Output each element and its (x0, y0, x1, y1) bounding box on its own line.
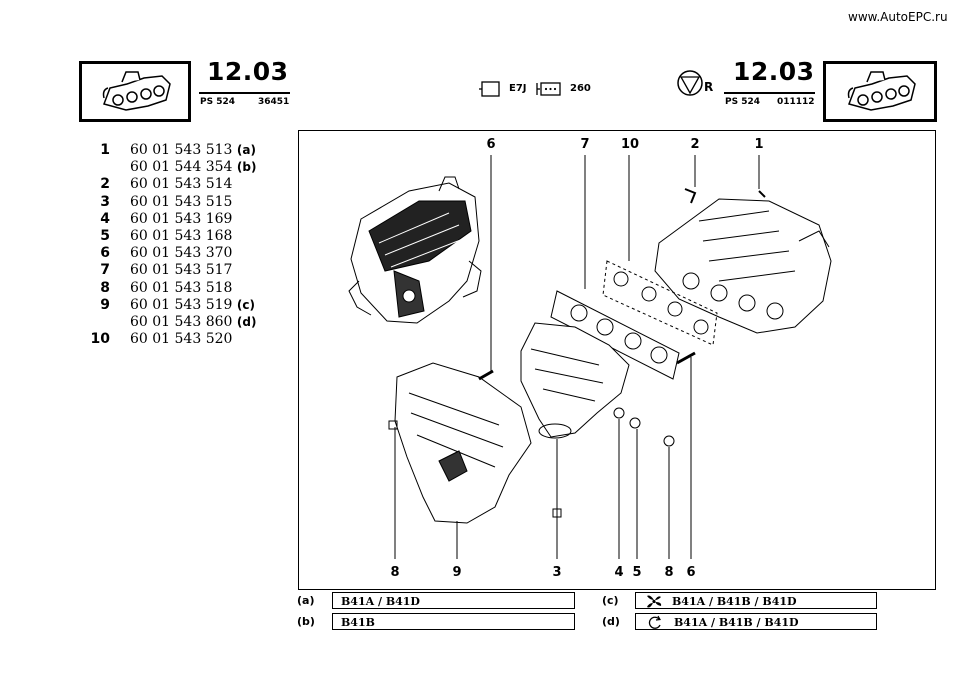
part-number: 60 01 543 513 (130, 142, 233, 158)
legend-text-c: B41A / B41B / B41D (672, 595, 797, 608)
part-number: 60 01 543 520 (130, 331, 233, 348)
section-number-right: 12.03 (733, 57, 815, 86)
legend-key-c: (c) (602, 594, 619, 607)
part-index: 10 (90, 331, 110, 348)
part-variant-note: (b) (236, 160, 257, 175)
legend-box-a: B41A / B41D (332, 592, 575, 609)
legend-box-d: B41A / B41B / B41D (635, 613, 877, 630)
part-index: 6 (100, 245, 110, 262)
exploded-diagram: 6 7 10 2 1 8 9 3 4 5 8 6 (298, 130, 936, 590)
part-index: 9 (100, 296, 110, 313)
part-number: 60 01 543 515 (130, 193, 233, 210)
part-number: 60 01 543 518 (130, 279, 233, 296)
callout-5: 5 (632, 565, 642, 580)
part-index: 7 (100, 262, 110, 279)
part-number: 60 01 543 514 (130, 176, 233, 193)
part-reference: 60 01 543 515 (130, 194, 232, 211)
callout-9: 9 (452, 565, 462, 580)
part-reference: 60 01 543 169 (130, 211, 232, 228)
center-value: 260 (570, 83, 591, 94)
part-index: 4 (100, 210, 110, 227)
part-reference: 60 01 543 860 (d) (130, 314, 256, 331)
header-rule-right (724, 92, 815, 94)
engine-code: E7J (509, 83, 527, 94)
r-marker: R (704, 80, 714, 94)
legend-key-d: (d) (602, 615, 620, 628)
legend-text-a: B41A / B41D (341, 595, 420, 608)
part-reference: 60 01 543 518 (130, 280, 232, 297)
exhaust-manifold-illustration (520, 322, 630, 439)
legend-text-d: B41A / B41B / B41D (674, 616, 799, 629)
part-index: 3 (100, 193, 110, 210)
part-index: 5 (100, 228, 110, 244)
callout-8-right: 8 (664, 565, 674, 580)
part-reference: 60 01 543 168 (130, 228, 232, 245)
heat-shield-illustration (394, 362, 532, 524)
callout-4: 4 (614, 565, 624, 580)
intake-manifold-illustration (654, 198, 832, 334)
part-variant-note: (a) (236, 143, 256, 157)
part-number: 60 01 543 168 (130, 228, 233, 244)
legend-key-b: (b) (297, 615, 315, 628)
part-number: 60 01 543 860 (130, 314, 233, 330)
callout-10: 10 (620, 137, 640, 152)
part-number: 60 01 543 517 (130, 262, 233, 279)
engine-illustration (348, 176, 482, 324)
part-variant-note: (d) (236, 315, 257, 329)
ps-code-left: PS 524 (200, 97, 235, 107)
part-number: 60 01 544 354 (130, 159, 233, 176)
legend-key-a: (a) (297, 594, 315, 607)
legend-box-b: B41B (332, 613, 575, 630)
callout-6-bottom: 6 (686, 565, 696, 580)
legend-text-b: B41B (341, 616, 375, 629)
ref-code-right: 011112 (777, 97, 815, 107)
part-reference: 60 01 543 519 (c) (130, 297, 255, 314)
manifold-exploded-view (348, 155, 832, 559)
part-number: 60 01 543 169 (130, 210, 233, 227)
part-reference: 60 01 543 514 (130, 176, 232, 193)
part-number: 60 01 543 370 (130, 245, 233, 262)
engine-block-icon (479, 81, 500, 97)
callout-7: 7 (580, 137, 590, 152)
callout-1: 1 (754, 137, 764, 152)
callout-3: 3 (552, 565, 562, 580)
ref-code-left: 36451 (258, 97, 290, 107)
part-variant-note: (c) (236, 297, 255, 312)
part-reference: 60 01 544 354 (b) (130, 159, 256, 176)
header-rule-left (199, 92, 290, 94)
part-reference: 60 01 543 370 (130, 245, 232, 262)
fan-icon (647, 595, 662, 608)
part-index: 1 (100, 142, 110, 158)
part-index: 2 (100, 176, 110, 193)
part-reference: 60 01 543 517 (130, 262, 232, 279)
gearbox-icon (536, 82, 561, 96)
manifold-thumbnail-right (823, 61, 937, 122)
exhaust-manifold-icon (847, 71, 916, 111)
callout-2: 2 (690, 137, 700, 152)
manifold-gasket-illustration (550, 290, 680, 380)
part-reference: 60 01 543 513 (a) (130, 142, 256, 159)
callout-8-left: 8 (390, 565, 400, 580)
warning-triangle-icon (677, 70, 703, 96)
circular-arrow-icon (648, 615, 661, 629)
manifold-thumbnail-left (79, 61, 191, 122)
section-number-left: 12.03 (207, 57, 289, 86)
ps-code-right: PS 524 (725, 97, 760, 107)
exhaust-manifold-icon (102, 71, 171, 111)
part-reference: 60 01 543 520 (130, 331, 232, 348)
site-watermark: www.AutoEPC.ru (848, 10, 948, 24)
legend-box-c: B41A / B41B / B41D (635, 592, 877, 609)
gasket-set-illustration (602, 260, 718, 346)
part-index: 8 (100, 279, 110, 296)
callout-6-top: 6 (486, 137, 496, 152)
part-number: 60 01 543 519 (130, 296, 233, 313)
